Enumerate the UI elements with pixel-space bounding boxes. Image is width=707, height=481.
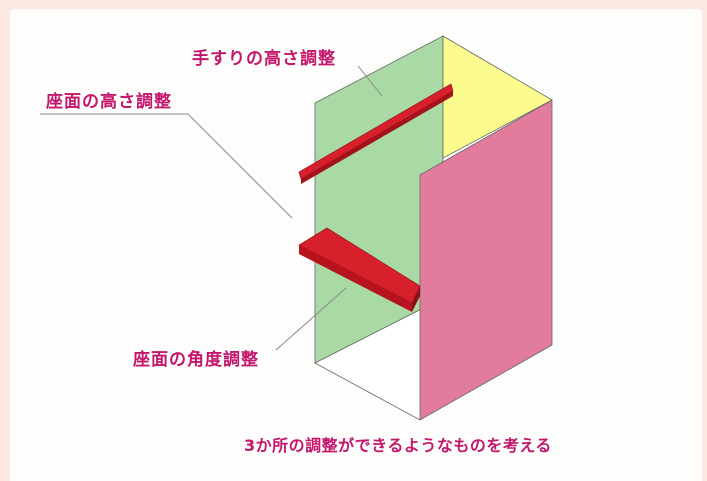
seat-height-label: 座面の高さ調整 xyxy=(46,92,172,112)
caption: 3か所の調整ができるようなものを考える xyxy=(244,436,552,455)
leader-line-seat-angle xyxy=(275,287,347,351)
front-panel xyxy=(419,99,553,421)
leader-line-seat-height xyxy=(40,113,293,219)
handrail-bar xyxy=(298,83,454,184)
seat-board xyxy=(298,227,421,312)
handrail-height-label: 手すりの高さ調整 xyxy=(192,49,336,69)
leader-line-handrail xyxy=(357,65,383,97)
seat-angle-label: 座面の角度調整 xyxy=(133,350,259,370)
